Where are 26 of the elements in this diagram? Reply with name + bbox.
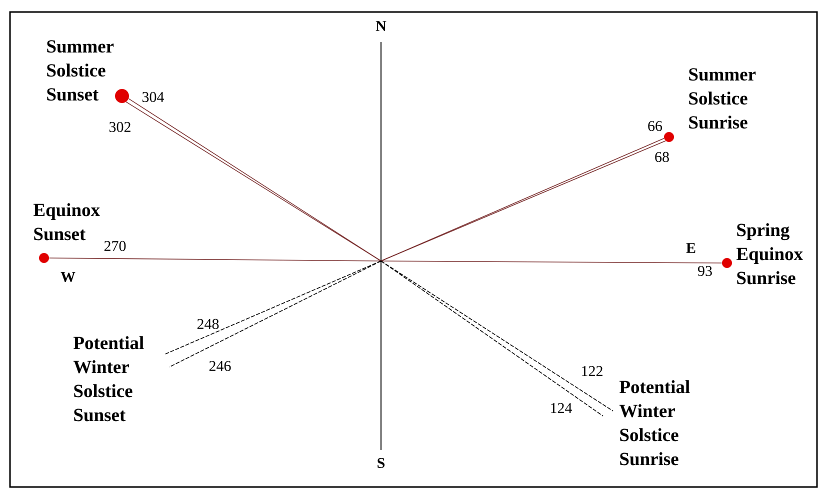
bearing-number: 270 xyxy=(104,240,126,252)
bearing-number: 248 xyxy=(197,318,219,330)
bearing-line xyxy=(380,260,722,264)
sun-position-dot xyxy=(722,258,732,268)
bearing-number: 66 xyxy=(648,120,662,132)
heading-text: Potential Winter Solstice Sunset xyxy=(73,336,144,422)
heading-text: Equinox Sunset xyxy=(34,203,100,240)
heading-text: Spring Equinox Sunrise xyxy=(736,223,803,284)
bearing-number: 122 xyxy=(582,366,602,376)
bearing-line xyxy=(48,258,382,262)
bearing-number: 302 xyxy=(109,122,130,132)
bearing-number: 304 xyxy=(142,92,164,102)
compass-letter: W xyxy=(60,272,76,282)
bearing-number: 246 xyxy=(209,360,231,372)
heading-text: Summer Solstice Sunrise xyxy=(689,68,756,129)
compass-letter: S xyxy=(378,458,385,468)
bearing-number: 68 xyxy=(655,152,669,162)
sun-position-dot xyxy=(664,132,674,142)
sun-position-dot xyxy=(115,89,129,103)
compass-letter: N xyxy=(376,21,386,31)
heading-text: Potential Winter Solstice Sunrise xyxy=(619,380,690,466)
bearing-number: 124 xyxy=(551,403,572,413)
bearing-number: 93 xyxy=(698,266,712,276)
sun-position-dot xyxy=(39,253,49,263)
compass-letter: E xyxy=(686,243,696,253)
heading-text: Summer Solstice Sunset xyxy=(47,40,114,101)
